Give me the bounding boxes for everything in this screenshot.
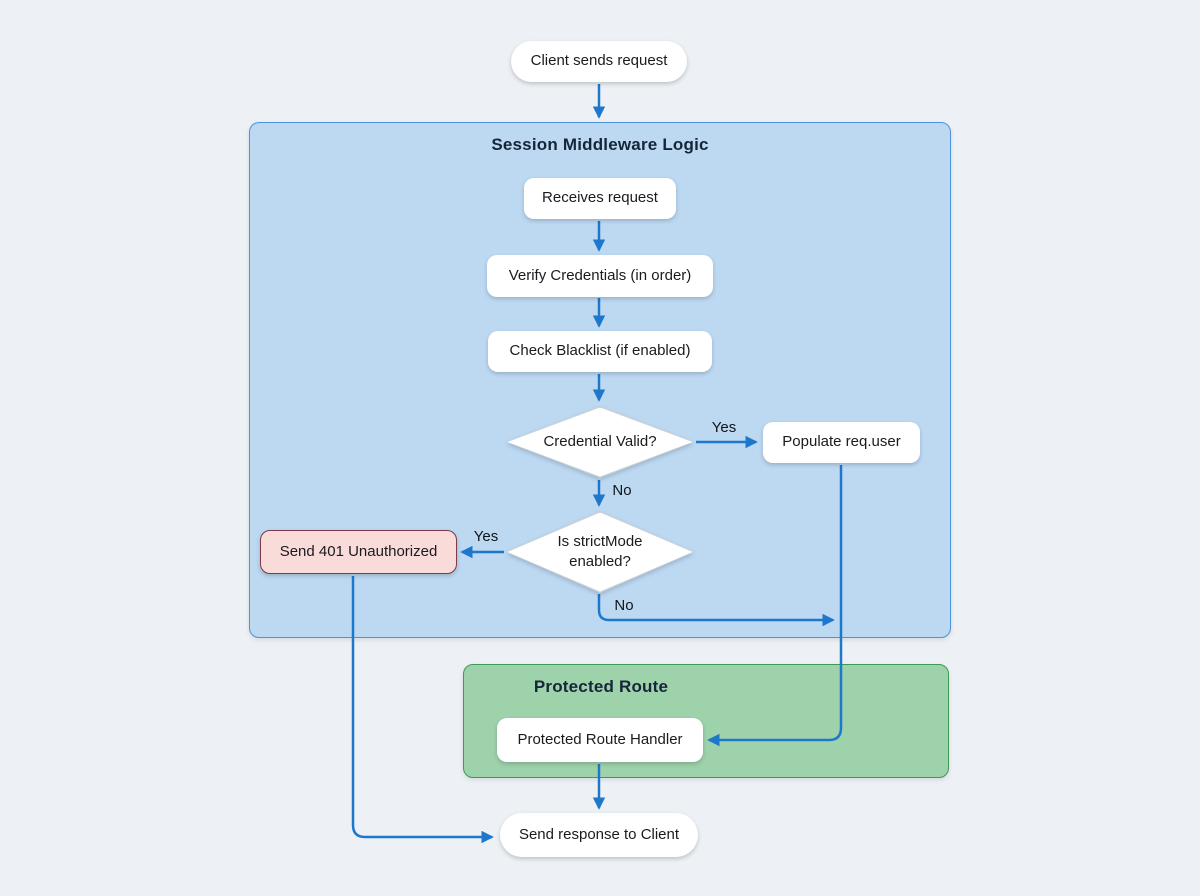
node-client-sends-request-label: Client sends request <box>530 52 668 70</box>
decision-strictmode: Is strictMode enabled? <box>506 511 694 593</box>
node-receives-request: Receives request <box>524 178 676 219</box>
node-send-response-to-client: Send response to Client <box>500 813 698 857</box>
node-send-401-unauthorized-label: Send 401 Unauthorized <box>279 542 438 560</box>
node-protected-route-handler-label: Protected Route Handler <box>517 730 683 748</box>
node-verify-credentials-label: Verify Credentials (in order) <box>508 266 692 284</box>
edge-label-strictmode-yes: Yes <box>473 528 499 545</box>
middleware-container-title: Session Middleware Logic <box>491 135 709 154</box>
decision-credential-valid-label: Credential Valid? <box>543 432 657 450</box>
edge-label-credvalid-no: No <box>612 482 632 499</box>
protected-route-container-title: Protected Route <box>533 677 669 696</box>
edge-label-credvalid-yes: Yes <box>711 419 737 436</box>
decision-strictmode-shape: Is strictMode enabled? <box>506 511 694 593</box>
node-verify-credentials: Verify Credentials (in order) <box>487 255 713 297</box>
node-send-401-unauthorized: Send 401 Unauthorized <box>260 530 457 574</box>
decision-strictmode-label: Is strictMode enabled? <box>557 532 643 570</box>
node-protected-route-handler: Protected Route Handler <box>497 718 703 762</box>
node-send-response-to-client-label: Send response to Client <box>518 825 680 843</box>
edge-label-strictmode-no: No <box>614 597 634 614</box>
decision-credential-valid: Credential Valid? <box>506 406 694 478</box>
node-populate-req-user: Populate req.user <box>763 422 920 463</box>
node-populate-req-user-label: Populate req.user <box>782 433 901 451</box>
decision-credential-valid-shape: Credential Valid? <box>506 406 694 478</box>
node-check-blacklist-label: Check Blacklist (if enabled) <box>509 342 691 360</box>
node-check-blacklist: Check Blacklist (if enabled) <box>488 331 712 372</box>
node-receives-request-label: Receives request <box>542 189 658 207</box>
node-client-sends-request: Client sends request <box>511 41 687 82</box>
